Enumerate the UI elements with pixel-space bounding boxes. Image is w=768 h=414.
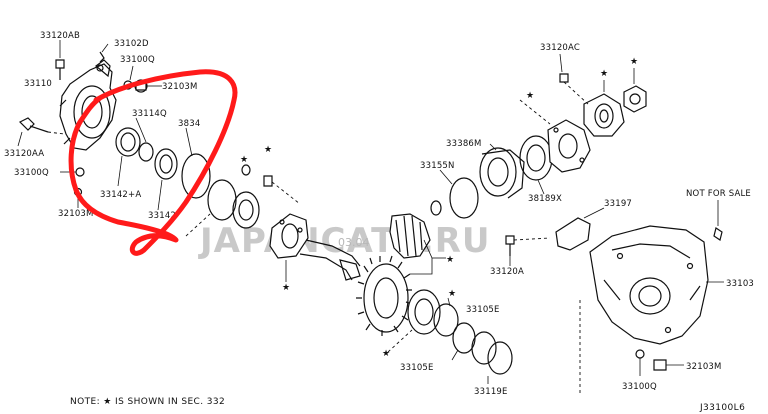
star-marker: ★ xyxy=(264,145,272,155)
part-label: 33120A xyxy=(490,267,524,277)
case-33103 xyxy=(589,225,724,345)
shim-38342 xyxy=(181,127,211,199)
bearing-33142 xyxy=(154,148,178,211)
pinion-gear: ★ xyxy=(389,213,454,275)
part-label: 32103M xyxy=(58,209,94,219)
seal-38189X xyxy=(519,135,553,195)
bearing-middle: ★ xyxy=(232,155,260,229)
star-marker: ★ xyxy=(240,155,248,165)
section-note: NOTE: ★ IS SHOWN IN SEC. 332 xyxy=(70,397,225,407)
part-label: 32103M xyxy=(162,82,198,92)
star-marker: ★ xyxy=(448,289,456,299)
plug-33100Q-right xyxy=(635,349,684,376)
part-label: 33386M xyxy=(446,139,482,149)
bolt-33120AA xyxy=(17,117,65,147)
part-label: 32103M xyxy=(686,362,722,372)
seal-33119E xyxy=(471,331,513,384)
bolt-33120A xyxy=(505,235,551,266)
cover-assembly xyxy=(59,59,117,151)
part-label: 38189X xyxy=(528,194,562,204)
shim-33105E-top: ★ xyxy=(433,289,459,337)
pin-not-for-sale xyxy=(713,200,723,241)
washer-33155N xyxy=(430,169,479,219)
star-marker: ★ xyxy=(526,91,534,101)
part-label: 33102D xyxy=(114,39,149,49)
bearing-lower: ★ xyxy=(382,289,441,359)
seal-33142A xyxy=(115,127,141,187)
part-label: 33120AA xyxy=(4,149,44,159)
bolt-middle: ★ xyxy=(263,145,301,205)
diagram-code: J33100L6 xyxy=(699,403,745,413)
star-marker: ★ xyxy=(446,255,454,265)
part-label: 33110 xyxy=(24,79,52,89)
part-label: 33100Q xyxy=(622,382,657,392)
ring-gear xyxy=(356,255,413,336)
flange-shaft: ★ xyxy=(269,213,361,293)
pin-33102D xyxy=(99,43,109,63)
not-for-sale-label: NOT FOR SALE xyxy=(686,189,751,199)
nut-right: ★ xyxy=(623,57,647,113)
bearing-33386M xyxy=(479,143,525,199)
part-label: 33142 xyxy=(148,211,176,221)
shim-33105E-bottom xyxy=(451,322,476,361)
companion-flange: ★ xyxy=(519,91,591,173)
part-label: 33105E xyxy=(466,305,500,315)
ring-33114Q xyxy=(135,117,154,162)
part-label: 33100Q xyxy=(120,55,155,65)
part-label: 33120AB xyxy=(40,31,80,41)
bolt-33120AB xyxy=(55,40,65,80)
red-annotation-mark xyxy=(68,69,238,256)
star-marker: ★ xyxy=(282,283,290,293)
star-marker: ★ xyxy=(600,69,608,79)
part-label: 33142+A xyxy=(100,190,141,200)
part-label: 33105E xyxy=(400,363,434,373)
part-label: 33103 xyxy=(726,279,754,289)
part-label: 33120AC xyxy=(540,43,580,53)
star-marker: ★ xyxy=(382,349,390,359)
part-label: 33114Q xyxy=(132,109,167,119)
watermark-date: 03.04 xyxy=(338,236,370,249)
output-flange: ★ xyxy=(559,53,625,137)
part-label: 33119E xyxy=(474,387,508,397)
oring-middle xyxy=(185,179,237,237)
part-label: 33100Q xyxy=(14,168,49,178)
bracket-33197 xyxy=(555,207,605,396)
star-marker: ★ xyxy=(630,57,638,67)
part-label: 3834 xyxy=(178,119,200,129)
part-label: 33197 xyxy=(604,199,632,209)
part-label: 33155N xyxy=(420,161,455,171)
